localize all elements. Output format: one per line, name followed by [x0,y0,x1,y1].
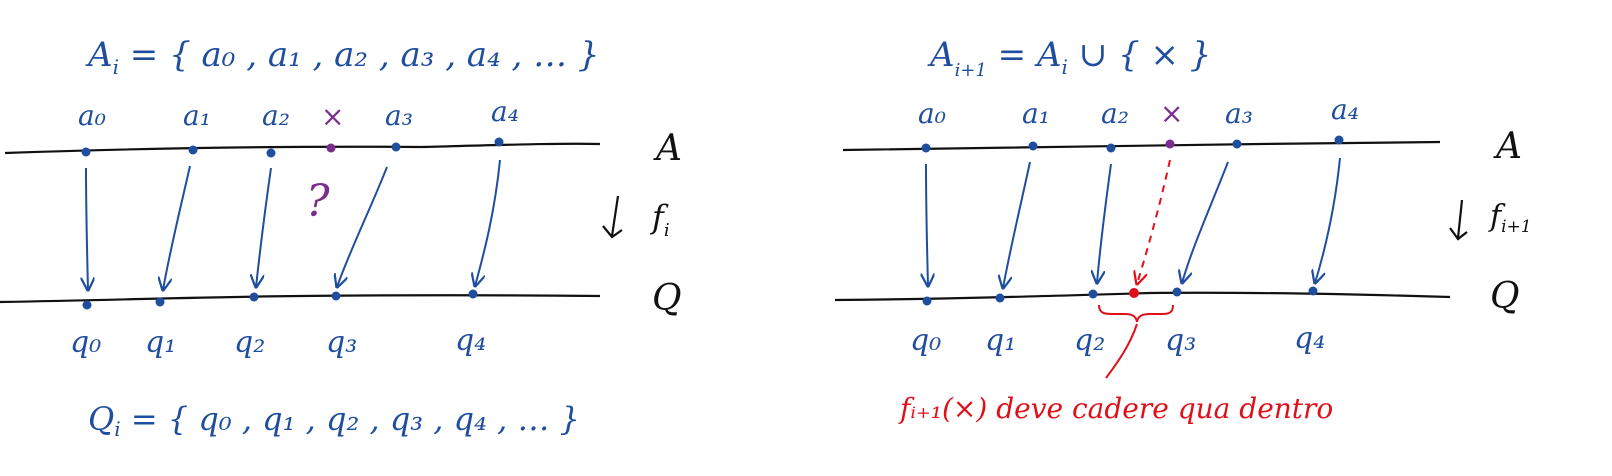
right-label-a2: a₂ [1101,97,1129,130]
right-map-label-sub: i+1 [1501,217,1532,237]
right-point-q1 [995,293,1005,303]
left-point-a3 [391,142,401,152]
right-set-A-subscript: i+1 [955,60,987,81]
left-point-x [326,143,336,153]
right-point-q4 [1308,286,1318,296]
right-set-A-mid-subscript: i [1062,55,1068,79]
right-note: fᵢ₊₁(×) deve cadere qua dentro [898,392,1333,425]
right-set-A-definition: Ai+1 = Ai ∪ { × } [927,35,1211,81]
left-axis-label-A: A [653,128,682,169]
left-missing-mark: ? [306,176,330,227]
right-set-A-equals: = A [987,35,1062,75]
left-label-a0: a₀ [78,99,106,132]
right-point-a3 [1232,139,1242,149]
right-label-a3: a₃ [1225,97,1253,130]
left-set-A-elements: = { a₀ , a₁ , a₂ , a₃ , a₄ , … } [119,35,600,75]
left-map-label: fi [650,198,670,241]
right-arrow-a4 [1315,157,1341,283]
left-label-q1: q₁ [145,325,176,360]
left-set-Q-elements: = { q₀ , q₁ , q₂ , q₃ , q₄ , … } [121,400,580,438]
left-set-Q-definition: Qi = { q₀ , q₁ , q₂ , q₃ , q₄ , … } [88,400,580,441]
left-set-A-subscript: i [113,55,119,79]
left-map-label-sub: i [664,220,670,241]
left-arrow-a0 [86,167,88,290]
right-point-a4 [1334,135,1344,145]
left-point-q4 [468,289,478,299]
left-point-a0 [81,147,91,157]
left-arrow-a1 [163,165,191,290]
right-arrow-a1 [1003,161,1031,288]
left-point-a2 [266,148,276,158]
left-line-A [4,142,601,155]
right-axis-label-A: A [1493,126,1522,167]
right-arrow-a3 [1182,161,1229,283]
left-arrow-a4 [475,159,501,286]
left-point-a4 [494,137,504,147]
left-label-a3: a₃ [385,99,413,132]
left-label-a4: a₄ [491,95,519,128]
left-set-A-definition: Ai = { a₀ , a₁ , a₂ , a₃ , a₄ , … } [85,35,600,79]
right-note-pointer [1105,323,1138,379]
left-label-q2: q₂ [234,325,265,360]
right-point-q0 [922,296,932,306]
right-panel: Ai+1 = Ai ∪ { × } a₀ a₁ a₂ × a₃ a₄ [834,35,1532,425]
left-point-q1 [155,297,165,307]
left-label-q0: q₀ [70,325,101,360]
right-map-label: fi+1 [1488,199,1532,237]
right-map-arrow-icon [1449,199,1468,241]
right-label-a1: a₁ [1022,97,1050,130]
right-label-q3: q₃ [1165,323,1196,358]
left-point-q0 [82,300,92,310]
left-set-A-symbol: A [85,35,113,75]
right-label-q1: q₁ [985,323,1016,358]
right-point-q2 [1088,289,1098,299]
right-line-A [842,140,1441,152]
right-set-A-symbol: A [927,35,955,75]
left-label-q3: q₃ [326,325,357,360]
right-label-x: × [1160,97,1183,130]
left-map-arrow-icon [602,195,623,239]
right-point-fx [1129,288,1139,298]
left-label-x: × [321,100,344,133]
left-line-Q [0,294,601,304]
right-point-a1 [1028,141,1038,151]
left-set-Q-symbol: Q [88,400,114,438]
right-point-a0 [921,143,931,153]
left-label-q4: q₄ [455,323,486,358]
right-arrow-a2 [1097,163,1112,283]
right-set-A-union: ∪ { × } [1068,35,1211,75]
right-point-a2 [1106,143,1116,153]
right-point-q3 [1172,287,1182,297]
right-point-x [1165,139,1175,149]
left-point-q3 [331,291,341,301]
right-line-Q [834,291,1451,302]
left-point-a1 [188,145,198,155]
right-label-q2: q₂ [1074,323,1105,358]
right-label-q4: q₄ [1294,321,1325,356]
right-arrow-x-dashed [1137,159,1171,284]
left-arrow-a3 [337,166,388,287]
left-arrow-a2 [256,167,272,287]
left-label-a2: a₂ [262,99,290,132]
right-label-a0: a₀ [918,97,946,130]
left-panel: Ai = { a₀ , a₁ , a₂ , a₃ , a₄ , … } a₀ a… [0,35,682,441]
left-label-a1: a₁ [183,99,211,132]
left-point-q2 [249,292,259,302]
right-axis-label-Q: Q [1490,276,1520,317]
right-interval-brace [1098,304,1174,323]
left-set-Q-subscript: i [114,417,120,441]
left-axis-label-Q: Q [652,278,682,319]
right-label-q0: q₀ [910,323,941,358]
right-arrow-a0 [926,163,928,286]
right-label-a4: a₄ [1331,93,1359,126]
